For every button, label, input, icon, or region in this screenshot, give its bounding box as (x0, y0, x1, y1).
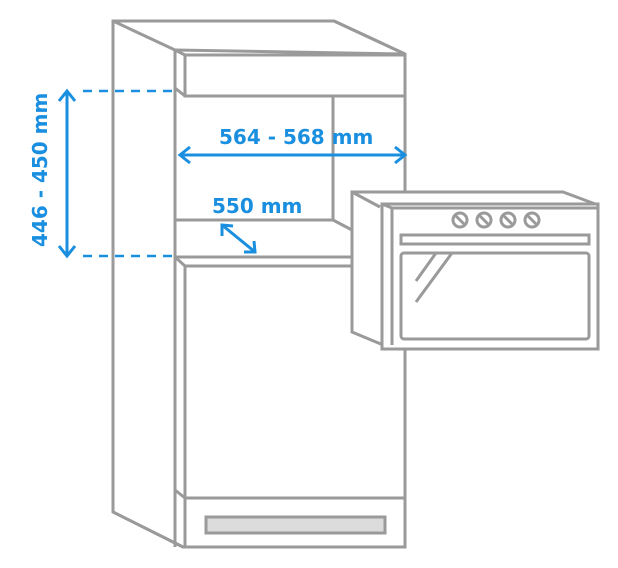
depth-arrow (221, 223, 256, 254)
width-dimension: 564 - 568 mm (177, 125, 408, 165)
width-label: 564 - 568 mm (219, 125, 373, 149)
glass-reflection-2 (414, 252, 454, 303)
height-dimension: 446 - 450 mm (28, 88, 175, 259)
height-label: 446 - 450 mm (28, 93, 52, 247)
oven-control-strip (399, 233, 591, 246)
drawer-handle (204, 515, 387, 535)
arrow-right-icon (394, 145, 408, 165)
top-panel-bevel-bottom (174, 86, 186, 98)
oven-door-window (399, 251, 591, 341)
depth-label: 550 mm (212, 194, 302, 218)
plinth-drawer (183, 496, 407, 549)
shelf-bevel (173, 255, 187, 268)
knob-4-icon (523, 211, 541, 229)
lower-door-bevel (174, 488, 186, 500)
top-panel-bevel (174, 48, 186, 57)
arrow-front-icon (244, 240, 257, 254)
oven-knobs (451, 211, 541, 229)
cabinet-bottom-left-edge (112, 510, 184, 549)
niche-floor-right (332, 218, 353, 232)
knob-3-icon (499, 211, 517, 229)
oven-top-left-edge (351, 190, 381, 209)
arrow-down-icon (57, 245, 77, 259)
cabinet-top-edge (113, 19, 406, 56)
cabinet-top-left-edge (112, 19, 176, 52)
top-panel (183, 53, 407, 98)
cabinet (111, 19, 407, 549)
depth-dimension: 550 mm (212, 194, 302, 254)
arrow-back-icon (220, 223, 234, 236)
arrow-up-icon (57, 88, 77, 102)
knob-2-icon (475, 211, 493, 229)
oven (350, 190, 600, 351)
cabinet-top-front-edge (174, 48, 406, 56)
glass-reflection-1 (414, 252, 438, 282)
arrow-left-icon (177, 145, 191, 165)
knob-1-icon (451, 211, 469, 229)
oven-front-top-bevel (381, 202, 598, 210)
